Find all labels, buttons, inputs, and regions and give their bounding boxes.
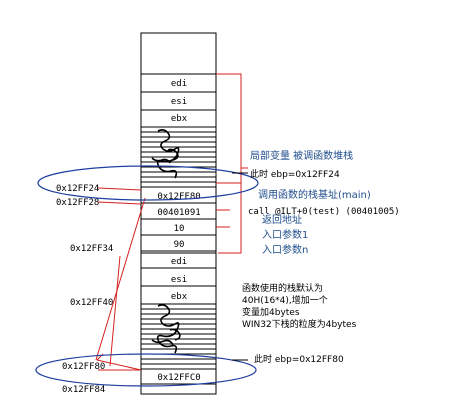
annotation-frame-note-3: 变量加4bytes [242, 306, 300, 318]
address-0x12FF84: 0x12FF84 [62, 385, 105, 395]
cell-edi-bottom: edi [171, 257, 187, 267]
cell-ebx-top: ebx [171, 114, 188, 124]
annotation-return-address: 返回地址 [262, 213, 302, 226]
black-annotations: 此时 ebp=0x12FF24 call @ILT+0(test) (00401… [242, 168, 400, 365]
stack-column [140, 32, 217, 395]
cell-esi-top: esi [171, 97, 187, 107]
annotation-frame-note-1: 函数使用的栈默认为 [242, 282, 323, 294]
annotation-ebp-now-top: 此时 ebp=0x12FF24 [250, 168, 340, 180]
address-0x12FF34: 0x12FF34 [70, 244, 113, 254]
cell-esi-bottom: esi [171, 275, 187, 285]
annotation-ebp-now-bottom: 此时 ebp=0x12FF80 [254, 353, 344, 365]
cell-param-1: 10 [174, 224, 185, 234]
cell-saved-ebp-bottom: 0x12FFC0 [157, 373, 200, 383]
annotation-frame-note-2: 40H(16*4),增加一个 [242, 294, 328, 306]
cell-edi-top: edi [171, 79, 187, 89]
address-0x12FF40: 0x12FF40 [70, 298, 113, 308]
annotation-frame-note-4: WIN32下栈的粒度为4bytes [242, 318, 357, 330]
blue-annotations: 局部变量 被调函数堆栈 调用函数的栈基址(main) 返回地址 入口参数1 入口… [250, 149, 371, 256]
cell-ebx-bottom: ebx [171, 292, 188, 302]
ebp-ellipses [35, 165, 259, 387]
locals-scribble-top [151, 129, 180, 179]
cell-saved-ebp-main: 0x12FF80 [157, 192, 200, 202]
annotation-call-instruction: call @ILT+0(test) (00401005) [248, 207, 400, 217]
ebp-arrows [232, 172, 248, 361]
stack-cell-texts: edi esi ebx 0x12FF80 00401091 10 90 edi … [157, 79, 200, 383]
ebp-ellipse-bottom [35, 353, 257, 387]
annotation-param-n: 入口参数n [262, 243, 308, 256]
cell-return-address: 00401091 [157, 208, 200, 218]
cell-param-n: 90 [174, 240, 185, 250]
annotation-param-1: 入口参数1 [262, 228, 308, 241]
address-0x12FF24: 0x12FF24 [56, 184, 99, 194]
locals-scribble-bottom [151, 304, 181, 354]
annotation-caller-ebp: 调用函数的栈基址(main) [258, 188, 371, 201]
address-0x12FF80: 0x12FF80 [62, 362, 105, 372]
address-0x12FF28: 0x12FF28 [56, 198, 99, 208]
red-pointer-lines [95, 73, 248, 371]
annotation-local-vars: 局部变量 被调函数堆栈 [250, 149, 353, 162]
address-labels: 0x12FF24 0x12FF28 0x12FF34 0x12FF40 0x12… [56, 184, 113, 395]
ebp-ellipse-top [37, 165, 259, 201]
